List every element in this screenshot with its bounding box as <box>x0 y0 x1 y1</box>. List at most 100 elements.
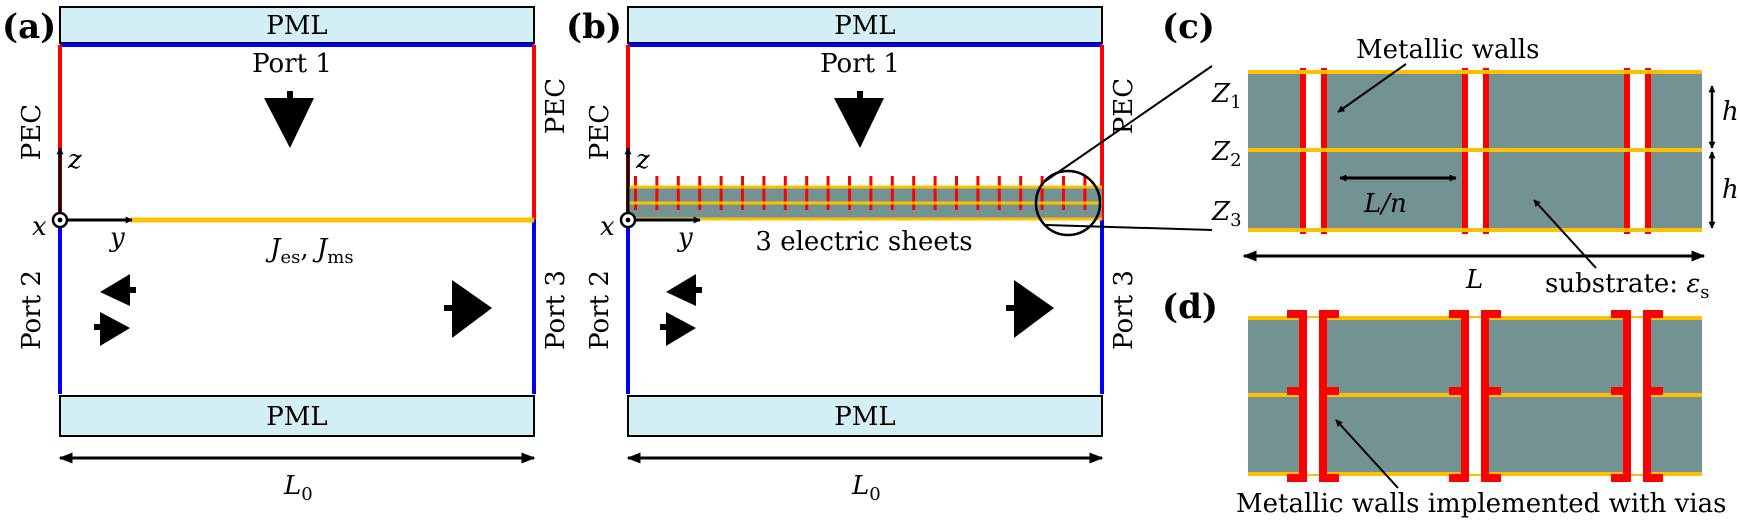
via-part <box>1481 310 1489 482</box>
via-part <box>1325 474 1339 482</box>
metallic-wall <box>997 176 1001 210</box>
substrate-pointer-arrow <box>1533 199 1597 269</box>
pml-bottom-label: PML <box>266 402 327 432</box>
metallic-wall <box>1083 176 1087 210</box>
substrate-label: substrate: εs <box>1545 269 1710 303</box>
width-label-b: L0 <box>851 471 881 505</box>
port3-wave-arrow <box>444 280 492 338</box>
port2-wave-arrow-down <box>94 312 130 346</box>
via-part <box>1325 387 1339 395</box>
axis-z-label: z <box>635 145 650 175</box>
via-part <box>1287 387 1301 395</box>
metallic-wall <box>762 176 766 210</box>
zoom-line-bottom <box>1045 224 1213 231</box>
via-part <box>1319 310 1327 482</box>
via-part <box>1649 310 1663 318</box>
metallic-wall <box>1019 176 1023 210</box>
metallic-wall <box>976 176 980 210</box>
via-part <box>1487 387 1501 395</box>
metallic-wall <box>955 176 958 210</box>
zoom-line-top <box>1043 65 1213 183</box>
period-label: L <box>1465 265 1483 295</box>
via-part <box>1449 387 1463 395</box>
panel-c-label: (c) <box>1162 7 1215 47</box>
port1-label: Port 1 <box>820 49 900 79</box>
port1-label: Port 1 <box>252 49 332 79</box>
vias-label: Metallic walls implemented with vias <box>1236 489 1726 519</box>
panel-a-label: (a) <box>2 7 56 47</box>
axis-x-label: x <box>600 212 615 242</box>
metallic-wall <box>698 176 702 210</box>
port2-wave-arrow-up <box>666 274 702 306</box>
h2-label: h <box>1722 175 1739 205</box>
pec-left-label: PEC <box>585 104 615 160</box>
metallic-wall <box>1040 176 1044 210</box>
via-part <box>1649 474 1663 482</box>
port3-wave-arrow <box>1006 280 1054 338</box>
pml-bottom <box>59 395 535 437</box>
via-gap <box>1469 318 1481 474</box>
via-part <box>1449 310 1463 318</box>
vias-group <box>1287 310 1663 482</box>
axes-a: z x y <box>32 145 133 253</box>
via-part <box>1287 474 1301 482</box>
metallic-wall <box>634 176 637 210</box>
via-gap <box>1307 318 1319 474</box>
via-part <box>1461 310 1469 482</box>
port2-label: Port 2 <box>585 270 615 350</box>
metallic-wall <box>719 176 723 210</box>
via-part <box>1623 310 1631 482</box>
pml-top <box>59 6 535 44</box>
pml-top-label: PML <box>266 11 327 41</box>
metallic-wall <box>933 176 937 210</box>
via-part <box>1611 474 1625 482</box>
panel-a: (a) PML PML Port 1 PEC PEC Port 2 Port 3 <box>2 6 571 505</box>
metallic-walls-label: Metallic walls <box>1356 35 1539 65</box>
via-part <box>1643 310 1651 482</box>
panel-c: (c) Metallic walls Z1 Z2 Z3 L/n h h L <box>1162 7 1739 303</box>
axis-y-label: y <box>109 223 125 253</box>
via-gap <box>1631 318 1643 474</box>
via-part <box>1449 474 1463 482</box>
port2-label: Port 2 <box>17 270 47 350</box>
vias-pointer-arrow <box>1335 419 1399 489</box>
pml-bottom <box>627 395 1103 437</box>
port2-wave-arrow-down <box>660 312 696 346</box>
via-part <box>1611 387 1625 395</box>
cell-label: L/n <box>1363 189 1407 219</box>
z2-label: Z2 <box>1211 137 1242 171</box>
panel-d: (d) Metallic walls implemented with vias <box>1162 287 1726 519</box>
metallic-wall <box>1062 176 1065 210</box>
pec-left-label: PEC <box>17 104 47 160</box>
via-part <box>1611 310 1625 318</box>
panel-b-label: (b) <box>566 7 622 47</box>
pec-right-label: PEC <box>1109 78 1139 134</box>
metallic-wall <box>826 176 830 210</box>
sheets-label: 3 electric sheets <box>755 227 972 257</box>
port1-wave-arrow <box>834 91 884 148</box>
pml-bottom-label: PML <box>834 402 895 432</box>
axis-y-label: y <box>677 223 693 253</box>
via-part <box>1287 310 1301 318</box>
metallic-wall <box>655 176 659 210</box>
metallic-wall <box>848 176 851 210</box>
panel-d-label: (d) <box>1162 287 1218 327</box>
walls-pointer-arrow <box>1337 63 1407 113</box>
z3-label: Z3 <box>1211 197 1242 231</box>
h1-label: h <box>1722 97 1739 127</box>
via-part <box>1325 310 1339 318</box>
metallic-wall <box>676 176 680 210</box>
pml-top-label: PML <box>834 11 895 41</box>
metallic-wall <box>805 176 809 210</box>
metallic-wall <box>741 176 744 210</box>
via-part <box>1487 310 1501 318</box>
via-part <box>1487 474 1501 482</box>
width-label-a: L0 <box>283 471 313 505</box>
pec-right-label: PEC <box>541 78 571 134</box>
axis-x-label: x <box>32 212 47 242</box>
metallic-walls-b <box>634 176 1087 210</box>
metallic-wall <box>890 176 894 210</box>
metallic-wall <box>783 176 787 210</box>
via-part <box>1299 310 1307 482</box>
